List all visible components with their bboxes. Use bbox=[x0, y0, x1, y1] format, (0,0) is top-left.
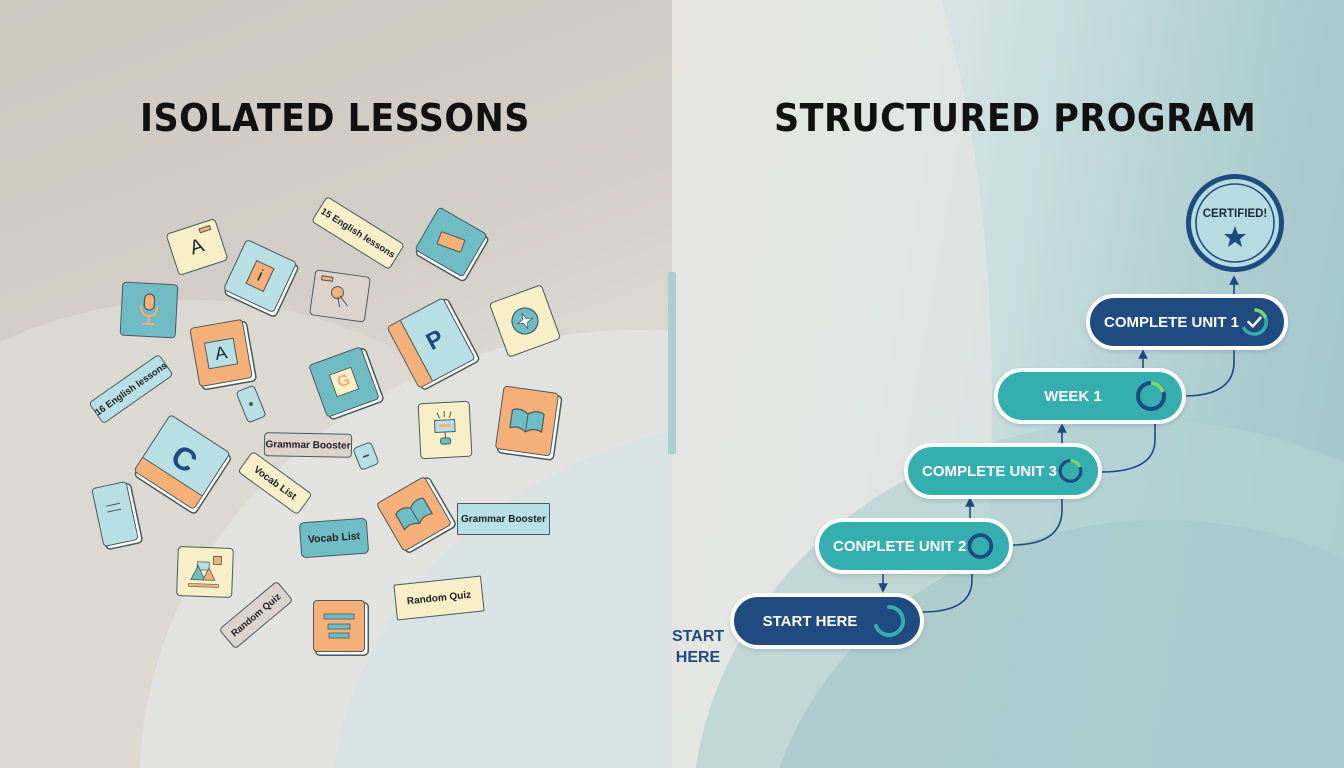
step-label: COMPLETE UNIT 1 bbox=[1104, 313, 1240, 331]
step-label: START HERE bbox=[762, 612, 858, 630]
computer-icon bbox=[433, 410, 456, 445]
progress-ring-icon bbox=[1058, 459, 1083, 483]
start-here-label: START HERE bbox=[672, 628, 725, 666]
card-shapes bbox=[176, 546, 234, 598]
step-label: CONPLETE UNIT 2 bbox=[833, 537, 967, 555]
card-open-book-1 bbox=[494, 385, 560, 457]
shapes-icon bbox=[188, 555, 222, 588]
card-grammar-booster-2: Grammar Booster bbox=[457, 503, 550, 535]
progress-ring-icon bbox=[1136, 381, 1166, 411]
open-book-icon bbox=[394, 497, 434, 531]
microphone-icon bbox=[140, 293, 159, 326]
step-complete-unit-2[interactable]: CONPLETE UNIT 2 bbox=[815, 518, 1013, 574]
certified-badge: CERTIFIED! bbox=[1184, 172, 1286, 274]
step-week-1[interactable]: WEEK 1 bbox=[994, 368, 1186, 424]
check-ring-icon bbox=[1241, 308, 1268, 336]
step-start-here[interactable]: START HERE bbox=[730, 593, 924, 649]
shuttlecock-icon bbox=[330, 286, 349, 308]
card-shuttlecock bbox=[309, 269, 371, 323]
card-microphone bbox=[119, 281, 179, 339]
panel-divider bbox=[668, 272, 676, 454]
left-title: ISOLATED LESSONS bbox=[140, 96, 530, 140]
step-label: COMPLETE UNIT 3 bbox=[922, 462, 1058, 480]
compass-icon bbox=[511, 307, 539, 335]
open-book-icon bbox=[509, 408, 545, 434]
step-complete-unit-1[interactable]: COMPLETE UNIT 1 bbox=[1086, 294, 1288, 350]
card-list-book bbox=[313, 600, 365, 652]
full-ring-icon bbox=[967, 533, 994, 559]
partial-ring-icon bbox=[874, 604, 906, 637]
badge-text: CERTIFIED! bbox=[1202, 208, 1268, 220]
right-title: STRUCTURED PROGRAM bbox=[774, 96, 1257, 140]
card-compass bbox=[488, 284, 562, 358]
step-complete-unit-3[interactable]: COMPLETE UNIT 3 bbox=[904, 443, 1102, 499]
star-icon bbox=[1224, 226, 1246, 247]
card-open-book-2 bbox=[375, 475, 453, 553]
badge-seal-icon bbox=[1186, 174, 1284, 272]
list-icon bbox=[323, 613, 355, 639]
card-computer bbox=[417, 400, 473, 460]
step-label: WEEK 1 bbox=[1044, 387, 1102, 405]
